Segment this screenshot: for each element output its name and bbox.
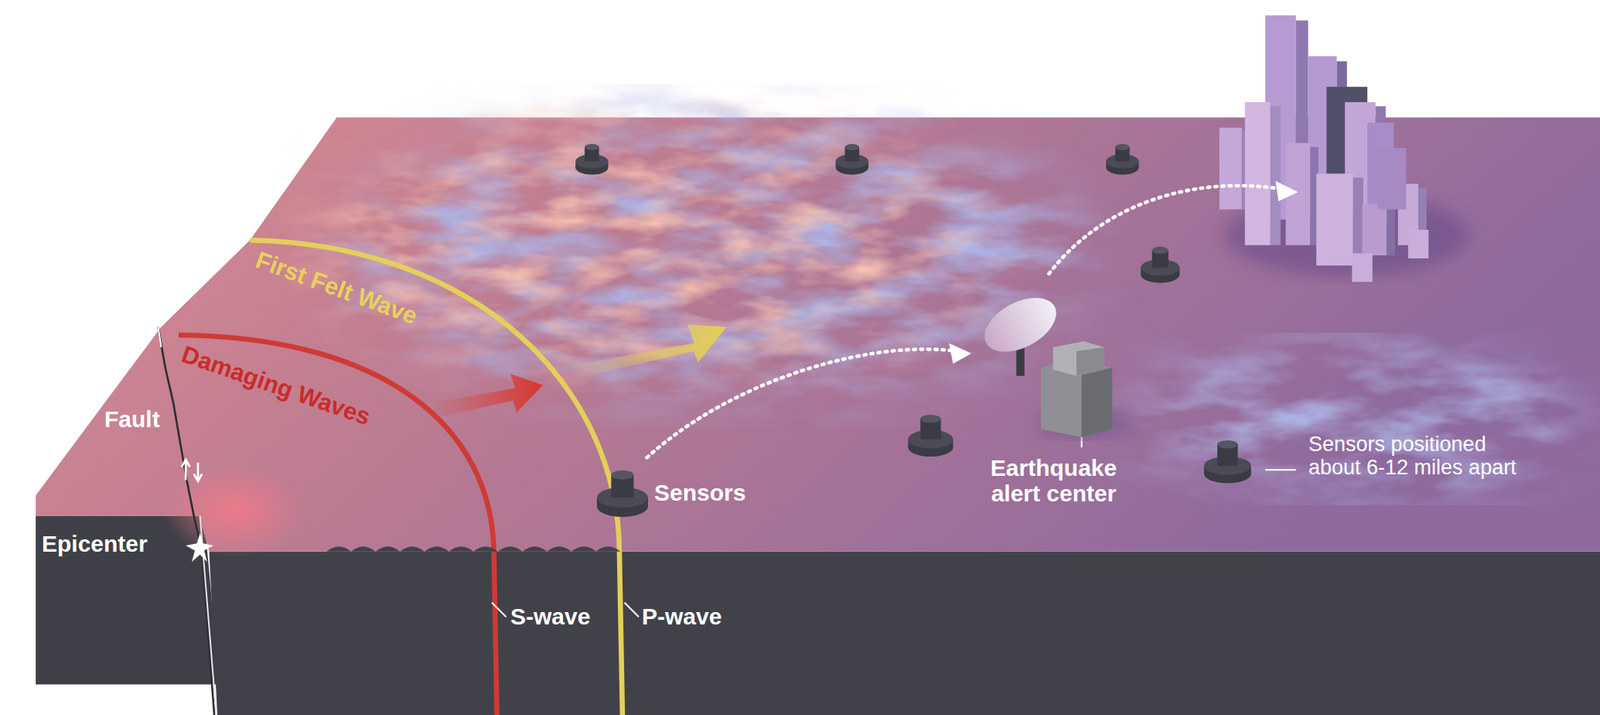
wave-label: S-wave	[510, 603, 591, 629]
part-label: Epicenter	[41, 530, 148, 557]
part-label: Sensors	[654, 479, 746, 505]
part-label: Fault	[104, 405, 161, 432]
note-label: Sensors positioned about 6-12 miles apar…	[1308, 433, 1533, 479]
wave-label: P-wave	[641, 603, 722, 629]
part-label: Earthquake alert center	[978, 454, 1130, 506]
